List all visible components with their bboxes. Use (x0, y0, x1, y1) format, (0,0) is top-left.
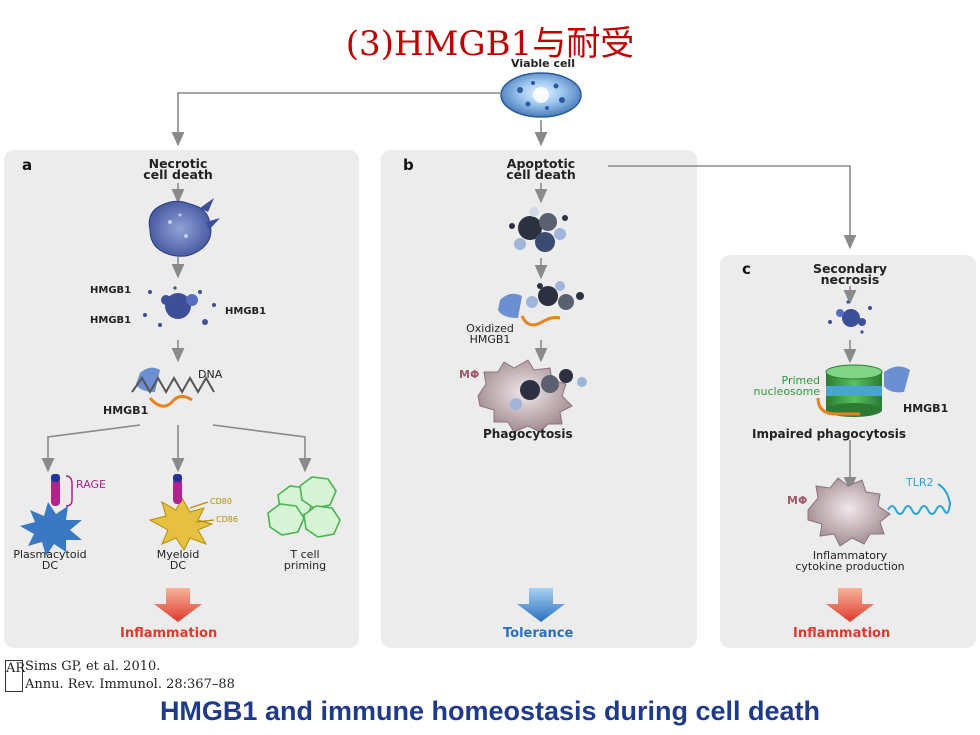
cytokine-label-2: cytokine production (795, 560, 905, 573)
annual-reviews-logo: AR (5, 660, 26, 692)
viable-cell-label: Viable cell (511, 57, 575, 70)
necrotic-cell-icon (148, 198, 220, 257)
inflammation-arrow-a (154, 588, 202, 622)
rage-label: RAGE (76, 478, 107, 491)
plasmacytoid-dc-label-1: Plasmacytoid (13, 548, 87, 561)
oxidized-hmgb1-label-2: HMGB1 (469, 333, 511, 346)
hmgb1-dna-icon (131, 367, 215, 408)
panel-c-title-1: Secondary (812, 261, 888, 276)
hmgb1-dna-label: HMGB1 (103, 404, 149, 417)
panel-b-label: b (403, 156, 414, 174)
slide-title: (3)HMGB1与耐受 (345, 24, 635, 64)
macrophage-label-c: MΦ (787, 494, 808, 507)
citation-line-2: Annu. Rev. Immunol. 28:367–88 (25, 677, 235, 692)
outcome-inflammation-c: Inflammation (793, 626, 891, 641)
tlr2-label: TLR2 (906, 476, 934, 489)
oxidized-hmgb1-icon (498, 281, 584, 327)
t-cell-label-2: priming (283, 559, 327, 572)
apoptotic-cell-icon (509, 207, 568, 252)
hmgb1-label: HMGB1 (90, 285, 132, 296)
outcome-tolerance-b: Tolerance (503, 626, 574, 641)
panel-b-title-1: Apoptotic (506, 156, 576, 171)
macrophage-phagocytosis-icon (477, 359, 587, 433)
myeloid-dc-label-2: DC (169, 559, 187, 572)
plasmacytoid-dc-icon (20, 474, 82, 556)
cytokine-label-1: Inflammatory (812, 549, 888, 562)
panel-c-title-2: necrosis (820, 272, 880, 287)
slide-caption: HMGB1 and immune homeostasis during cell… (159, 696, 821, 726)
secondary-necrosis-icon (828, 300, 872, 334)
panel-a-title-1: Necrotic (148, 156, 208, 171)
primed-nucleosome-icon (816, 364, 910, 417)
impaired-phagocytosis-label: Impaired phagocytosis (752, 427, 906, 441)
connector-lines (41, 92, 857, 492)
panel-b-title-2: cell death (506, 167, 576, 182)
hmgb1-label-c: HMGB1 (903, 402, 949, 415)
macrophage-label-b: MΦ (459, 368, 480, 381)
t-cell-icon (267, 476, 341, 538)
logo-text: AR (6, 661, 26, 676)
primed-nucleosome-label-2: nucleosome (753, 385, 821, 398)
tolerance-arrow-b (517, 588, 565, 622)
myeloid-dc-label-1: Myeloid (156, 548, 200, 561)
hmgb1-label: HMGB1 (225, 306, 267, 317)
cd80-label: CD80 (210, 497, 232, 506)
primed-nucleosome-label-1: Primed (781, 374, 820, 387)
oxidized-hmgb1-label-1: Oxidized (466, 322, 514, 335)
hmgb1-label: HMGB1 (90, 315, 132, 326)
inflammation-arrow-c (826, 588, 874, 622)
hmgb1-release-icon (143, 286, 216, 327)
viable-cell-icon (500, 72, 582, 118)
citation-line-1: Sims GP, et al. 2010. (25, 659, 161, 674)
dna-label: DNA (198, 368, 223, 381)
plasmacytoid-dc-label-2: DC (41, 559, 59, 572)
cd86-label: CD86 (216, 515, 238, 524)
panel-c-label: c (742, 260, 751, 278)
outcome-inflammation-a: Inflammation (120, 626, 218, 641)
macrophage-tlr2-icon (807, 477, 952, 547)
phagocytosis-label: Phagocytosis (483, 427, 573, 441)
t-cell-label-1: T cell (290, 548, 320, 561)
panel-a-title-2: cell death (143, 167, 213, 182)
myeloid-dc-icon (148, 474, 215, 551)
panel-a-label: a (22, 156, 33, 174)
